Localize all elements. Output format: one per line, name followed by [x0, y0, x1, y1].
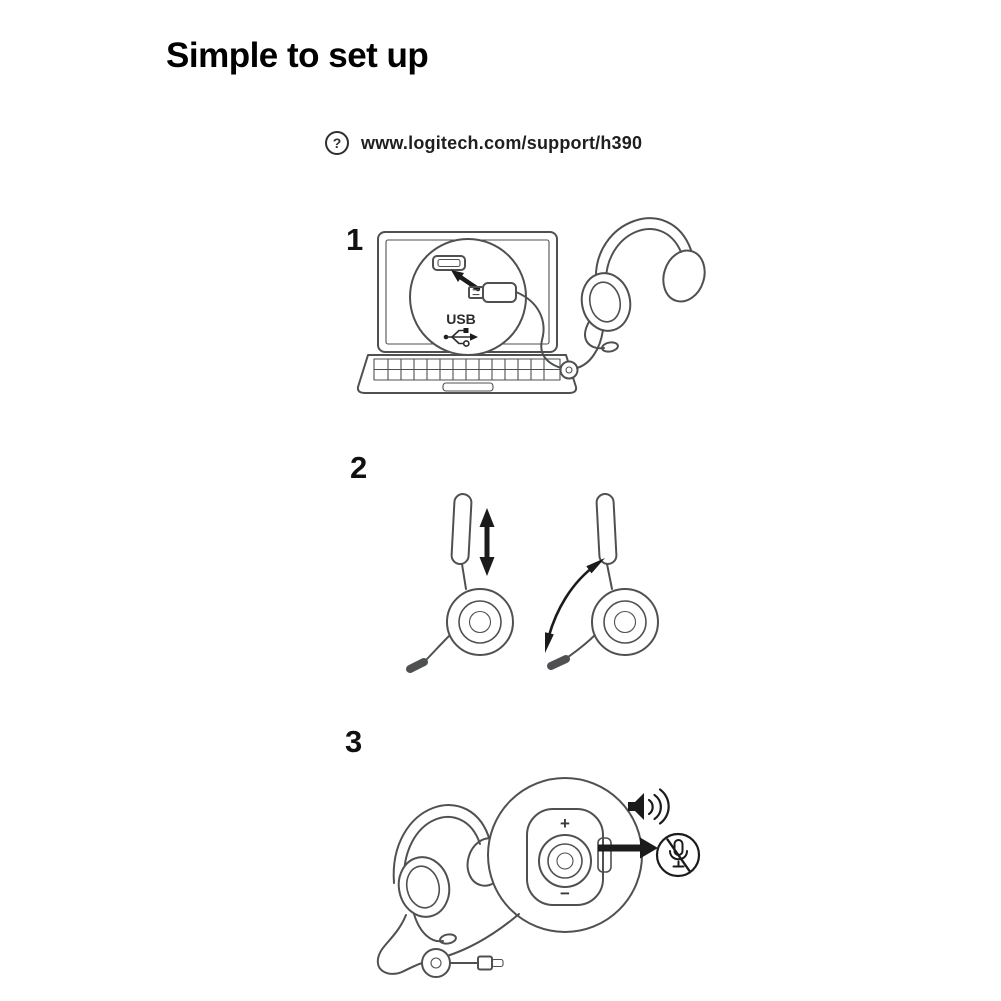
inline-control-icon	[421, 948, 451, 978]
mic-boom	[567, 633, 597, 658]
ear-cup-near	[580, 272, 632, 332]
page-title: Simple to set up	[166, 36, 429, 75]
adjust-arrow-icon	[479, 508, 495, 576]
ear-cup	[591, 588, 659, 656]
mic-boom	[413, 913, 444, 943]
usb-cable	[515, 291, 562, 369]
strap-connector	[461, 563, 467, 590]
step-1-illustration: USB	[356, 217, 706, 394]
laptop-keys	[387, 358, 545, 381]
usb-plug-icon	[477, 955, 504, 971]
headband-outer	[594, 217, 692, 283]
inline-control-icon	[559, 360, 579, 380]
laptop-keyboard	[373, 358, 561, 381]
volume-down-label: −	[560, 884, 570, 903]
mic-mute-icon	[655, 832, 701, 878]
volume-dial	[538, 834, 592, 888]
mic-boom	[425, 633, 452, 661]
zoom-circle-outline	[487, 777, 643, 933]
step-1-number: 1	[346, 222, 364, 257]
ear-cup-pad	[588, 281, 622, 323]
headband-outer	[392, 804, 491, 884]
ear-cup-near	[397, 856, 451, 918]
usb-zoom-circle: USB	[409, 238, 562, 369]
mic-boom	[584, 319, 605, 350]
headband-inner	[604, 228, 682, 285]
headset-illustration	[576, 217, 706, 369]
headset-side-right	[547, 493, 659, 670]
headband-strap	[450, 493, 473, 565]
headset-illustration	[376, 804, 508, 975]
support-url: www.logitech.com/support/h390	[361, 132, 643, 153]
speaker-icon	[628, 788, 670, 825]
pointer-arrow-icon	[598, 837, 658, 859]
support-line: ? www.logitech.com/support/h390	[325, 131, 642, 155]
step-2-illustration	[406, 493, 659, 673]
mic-foam-tip	[406, 658, 428, 673]
control-clip	[597, 837, 612, 873]
usb-symbol-icon	[443, 328, 478, 347]
usb-port-icon	[432, 255, 466, 271]
step-3-number: 3	[345, 724, 363, 759]
ear-cup	[446, 588, 514, 656]
laptop-base	[356, 354, 578, 394]
laptop-trackpad	[442, 382, 494, 392]
headband-inner	[402, 816, 481, 886]
inline-control-body	[526, 808, 604, 906]
mic-foam-tip	[547, 655, 570, 670]
help-icon: ?	[325, 131, 349, 155]
mic-foam-tip	[601, 341, 619, 353]
step-3-illustration: + −	[376, 777, 701, 978]
step-2-number: 2	[350, 450, 368, 485]
headset-side-left	[406, 493, 514, 673]
volume-up-label: +	[560, 814, 570, 833]
ear-cup-far	[662, 249, 706, 303]
headset-cable	[576, 329, 604, 369]
headset-cable	[376, 914, 423, 975]
strap-connector	[606, 563, 613, 590]
control-zoom-circle: + −	[487, 777, 643, 933]
usb-label: USB	[446, 311, 476, 327]
ear-cup-pad	[405, 865, 441, 909]
zoom-leader-cable	[446, 913, 520, 957]
rotate-arrow-icon	[545, 558, 605, 653]
headband-strap	[595, 493, 618, 565]
mic-foam-tip	[439, 933, 457, 945]
